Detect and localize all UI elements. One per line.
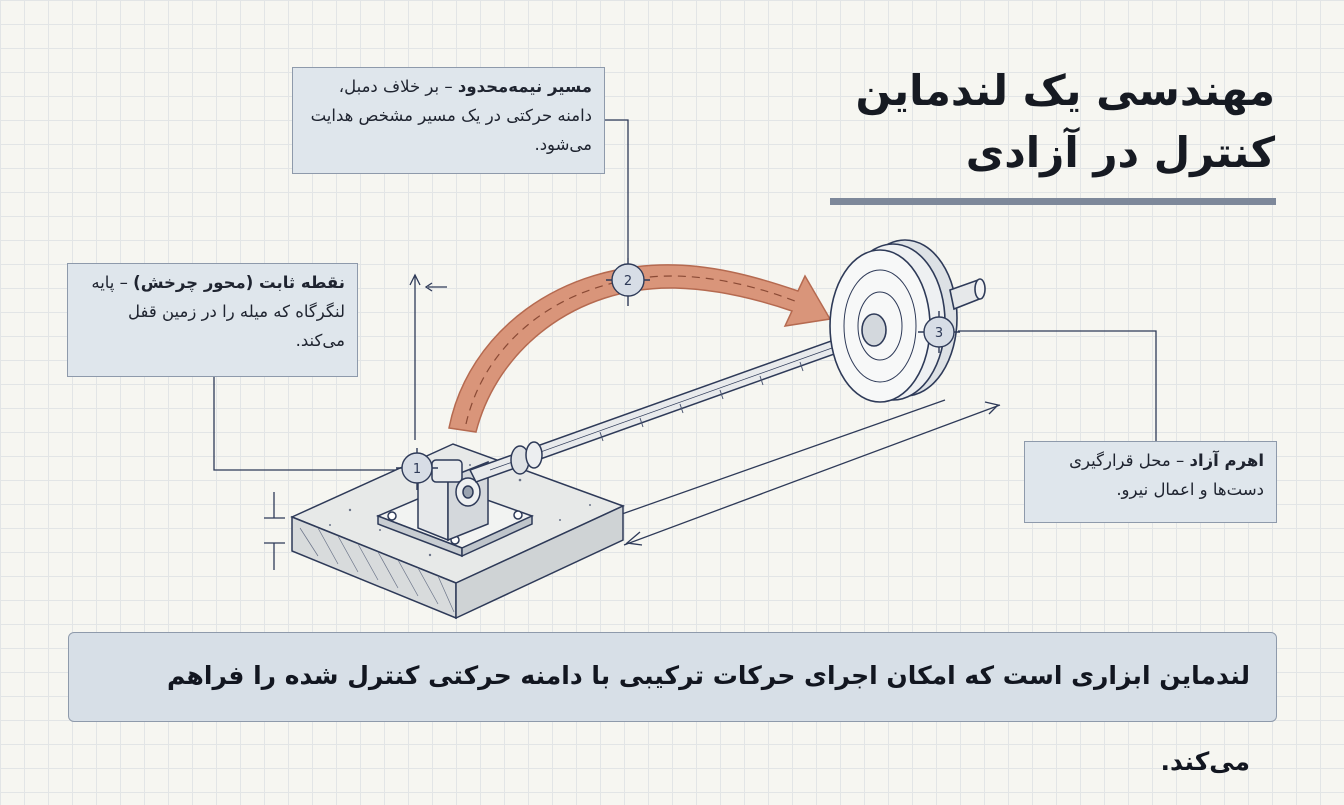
- page-title: مهندسی یک لندماین کنترل در آزادی: [820, 60, 1275, 184]
- callout-3-text: محل قرارگیری دست‌ها و اعمال نیرو.: [1069, 451, 1264, 499]
- marker-1: 1: [396, 448, 438, 490]
- barbell-bar: [468, 329, 870, 483]
- marker-3: 3: [918, 311, 960, 353]
- callout-1-heading: نقطه ثابت (محور چرخش): [133, 273, 345, 292]
- leader-line-1: [213, 377, 398, 471]
- callout-free-lever: اهرم آزاد – محل قرارگیری دست‌ها و اعمال …: [1024, 441, 1277, 523]
- callout-1-dash: –: [114, 273, 134, 292]
- summary-banner: لندماین ابزاری است که امکان اجرای حرکات …: [68, 632, 1277, 776]
- marker-3-label: 3: [935, 326, 943, 341]
- callout-fixed-point: نقطه ثابت (محور چرخش) – پایه لنگرگاه که …: [67, 263, 358, 377]
- title-divider: [830, 198, 1276, 205]
- callout-2-text: بر خلاف دمبل، دامنه حرکتی در یک مسیر مشخ…: [310, 77, 592, 154]
- callout-3-dash: –: [1170, 451, 1190, 470]
- landmine-diagram: 1 2 3: [213, 119, 1157, 620]
- marker-2-label: 2: [624, 274, 632, 289]
- weight-plate: [829, 239, 986, 403]
- callout-semi-constrained-path: مسیر نیمه‌محدود – بر خلاف دمبل، دامنه حر…: [292, 67, 605, 174]
- bar-dimension-line: [621, 399, 946, 515]
- callout-1-text: پایه لنگرگاه که میله را در زمین قفل می‌ک…: [91, 273, 345, 350]
- callout-3-heading: اهرم آزاد: [1189, 451, 1264, 470]
- title-line-2: کنترل در آزادی: [965, 128, 1275, 177]
- callout-2-heading: مسیر نیمه‌محدود: [457, 77, 592, 96]
- leader-line-3: [958, 330, 1157, 441]
- arc-path-arrow: [448, 264, 832, 433]
- callout-2-dash: –: [439, 77, 458, 96]
- marker-1-label: 1: [413, 462, 421, 477]
- marker-2: 2: [606, 258, 650, 306]
- title-line-1: مهندسی یک لندماین: [855, 66, 1275, 115]
- leader-line-2: [605, 119, 629, 258]
